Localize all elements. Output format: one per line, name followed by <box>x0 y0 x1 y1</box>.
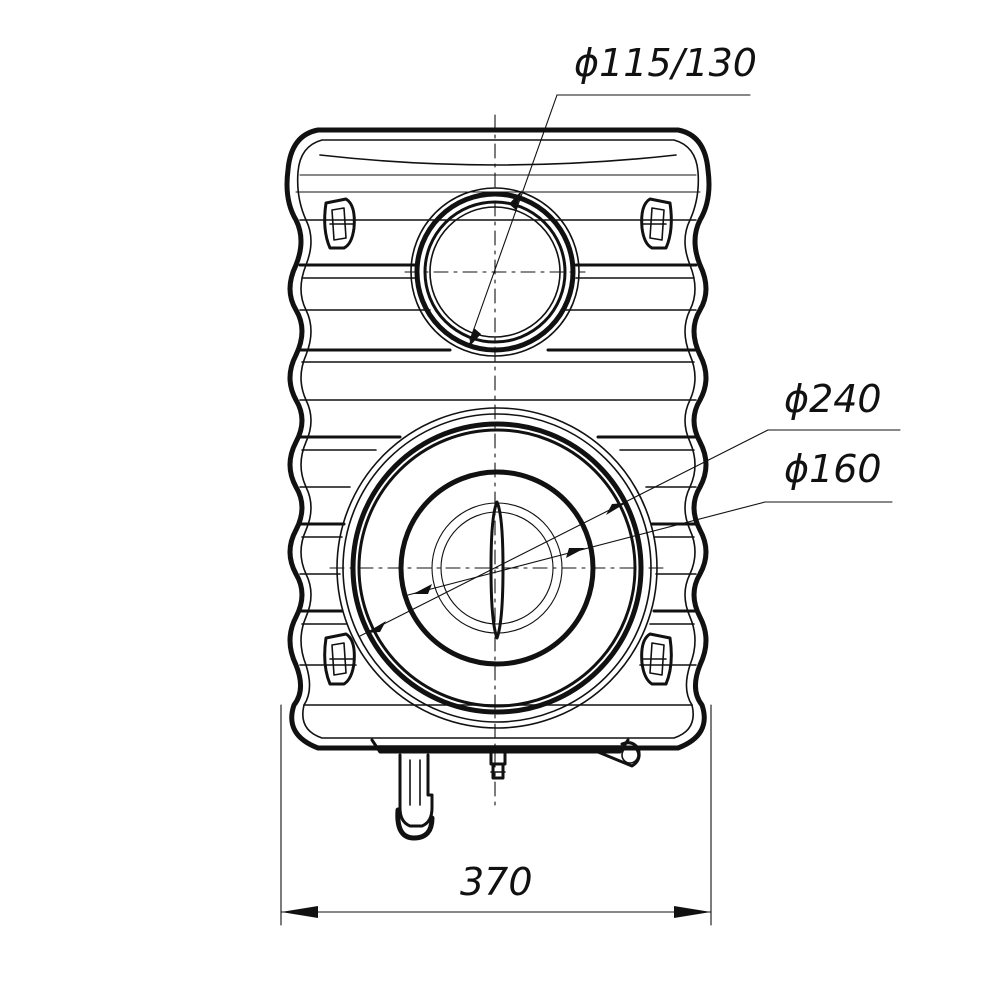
center-lines <box>329 114 666 811</box>
base-bolt-right <box>621 746 639 764</box>
drain-outlet <box>398 753 434 828</box>
base-bracket-right <box>596 741 641 768</box>
center-nozzle-tube <box>491 762 505 780</box>
dim-arrow <box>606 503 626 515</box>
tank-body <box>284 127 712 751</box>
dim-arrow <box>509 190 522 210</box>
tank-inner-outline <box>296 139 700 739</box>
tank-outline <box>284 127 712 751</box>
dim-inlet-diameter: ϕ115/130 <box>468 41 757 348</box>
dim-lid-outer-leader <box>359 429 769 637</box>
dim-arrow <box>413 584 432 594</box>
dim-lid-inner-label: ϕ160 <box>784 447 882 491</box>
dim-width-label: 370 <box>460 860 533 904</box>
center-nozzle <box>489 750 507 766</box>
lug-top-right <box>640 197 673 250</box>
lug-bottom-right <box>640 632 673 686</box>
dim-lid-inner: ϕ160 <box>407 447 893 596</box>
dim-arrow-left <box>281 906 318 918</box>
dim-arrow <box>366 621 386 633</box>
tank-base <box>370 738 641 841</box>
drain-outlet-elbow <box>395 807 435 841</box>
dim-lid-outer-label: ϕ240 <box>784 377 882 421</box>
dim-arrow <box>566 548 585 558</box>
dim-arrow-right <box>674 906 711 918</box>
dim-lid-inner-leader <box>407 501 766 596</box>
dim-lid-outer: ϕ240 <box>359 377 901 637</box>
dim-inlet-leader <box>469 94 558 341</box>
lid-handle <box>489 500 505 640</box>
top-dome-line <box>319 154 677 166</box>
lifting-lugs <box>323 197 673 686</box>
corrugation-ribs <box>298 219 698 706</box>
dim-overall-width: 370 <box>280 704 712 926</box>
lug-bottom-left <box>323 632 356 686</box>
lug-top-left <box>323 197 356 250</box>
dim-arrow <box>468 328 481 348</box>
dim-inlet-label: ϕ115/130 <box>574 41 757 85</box>
